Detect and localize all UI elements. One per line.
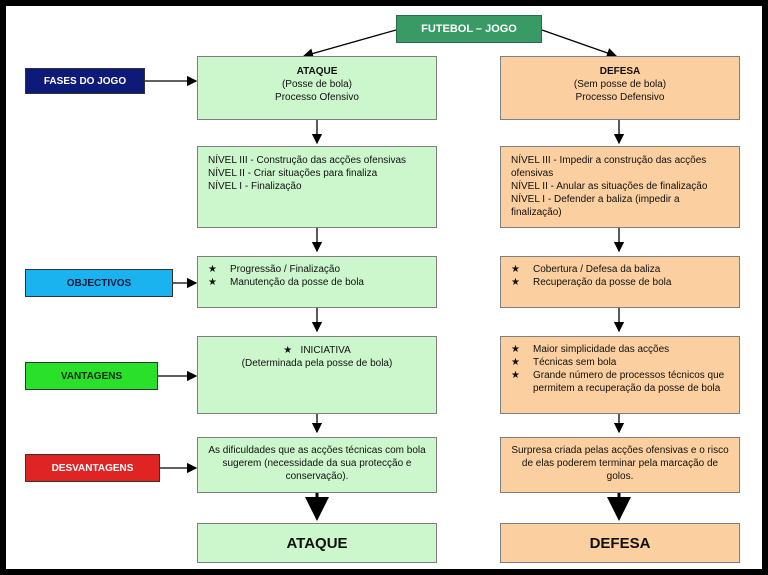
defesa-bottom-box: DEFESA [500, 523, 740, 563]
defesa-vantagem-3: Grande número de processos técnicos que … [533, 370, 725, 394]
root-node: FUTEBOL – JOGO [396, 15, 542, 43]
list-item: ★ Recuperação da posse de bola [511, 276, 729, 289]
defesa-line2: Processo Defensivo [575, 92, 665, 103]
defesa-vantagem-2: Técnicas sem bola [533, 357, 617, 368]
ataque-objectivo-1: Progressão / Finalização [230, 264, 341, 275]
desvantagens-text: DESVANTAGENS [51, 462, 134, 474]
connector-arrows [145, 29, 631, 521]
star-icon: ★ [511, 357, 520, 368]
label-objectivos: OBJECTIVOS [25, 269, 173, 297]
label-vantagens: VANTAGENS [25, 362, 158, 390]
ataque-nivel-3: NÍVEL III - Construção das acções ofensi… [208, 155, 407, 166]
defesa-line1: (Sem posse de bola) [573, 79, 667, 90]
fases-text: FASES DO JOGO [43, 75, 127, 87]
vantagens-text: VANTAGENS [60, 370, 123, 382]
defesa-bottom-label: DEFESA [589, 534, 651, 552]
ataque-objectivos-box: ★ Progressão / Finalização ★ Manutenção da… [197, 256, 437, 308]
label-fases-do-jogo: FASES DO JOGO [25, 68, 145, 94]
star-icon: ★ [283, 345, 293, 356]
arrow-root-defesa [541, 29, 618, 58]
ataque-desvantagem-box: As dificuldades que as acções técnicas c… [197, 437, 437, 493]
list-item: ★ Progressão / Finalização [208, 263, 426, 276]
list-item: ★ Grande número de processos técnicos que… [511, 369, 729, 395]
list-item: ★ Manutenção da posse de bola [208, 276, 426, 289]
ataque-nivel-2: NÍVEL II - Criar situações para finaliza [208, 168, 378, 179]
arrow-root-ataque [302, 29, 397, 59]
objectivos-text: OBJECTIVOS [66, 277, 132, 289]
star-icon: ★ [511, 370, 520, 381]
star-icon: ★ [511, 344, 520, 355]
ataque-line1: (Posse de bola) [281, 79, 353, 90]
defesa-title: DEFESA [599, 66, 641, 77]
defesa-objectivos-box: ★ Cobertura / Defesa da baliza ★ Recuperaç… [500, 256, 740, 308]
iniciativa-text: INICIATIVA [300, 345, 351, 356]
star-icon: ★ [208, 277, 217, 288]
ataque-vantagem-sub: (Determinada pela posse de bola) [241, 358, 393, 369]
ataque-niveis-box: NÍVEL III - Construção das acções ofensi… [197, 146, 437, 228]
defesa-objectivo-1: Cobertura / Defesa da baliza [533, 264, 661, 275]
defesa-objectivo-2: Recuperação da posse de bola [533, 277, 672, 288]
ataque-title: ATAQUE [296, 66, 338, 77]
ataque-vantagens-box: ★ INICIATIVA (Determinada pela posse de … [197, 336, 437, 414]
defesa-desvantagem-box: Surpresa criada pelas acções ofensivas e… [500, 437, 740, 493]
ataque-bottom-box: ATAQUE [197, 523, 437, 563]
ataque-nivel-1: NÍVEL I - Finalização [208, 181, 302, 192]
star-icon: ★ [511, 264, 520, 275]
defesa-header-box: DEFESA (Sem posse de bola) Processo Defe… [500, 56, 740, 120]
defesa-niveis-box: NÍVEL III - Impedir a construção das acç… [500, 146, 740, 228]
defesa-desvantagem-text: Surpresa criada pelas acções ofensivas e… [511, 445, 729, 482]
defesa-nivel-1: NÍVEL I - Defender a baliza (impedir a f… [511, 194, 680, 218]
defesa-vantagem-1: Maior simplicidade das acções [533, 344, 670, 355]
star-icon: ★ [208, 264, 217, 275]
defesa-vantagens-box: ★ Maior simplicidade das acções ★ Técnicas… [500, 336, 740, 414]
ataque-objectivo-2: Manutenção da posse de bola [230, 277, 364, 288]
defesa-nivel-2: NÍVEL II - Anular as situações de finali… [511, 181, 708, 192]
ataque-line2: Processo Ofensivo [275, 92, 359, 103]
defesa-nivel-3: NÍVEL III - Impedir a construção das acç… [511, 155, 707, 179]
list-item: ★ Técnicas sem bola [511, 356, 729, 369]
root-label: FUTEBOL – JOGO [421, 23, 517, 35]
ataque-header-box: ATAQUE (Posse de bola) Processo Ofensivo [197, 56, 437, 120]
diagram-canvas: FUTEBOL – JOGO FASES DO JOGO OBJECTIVOS … [6, 6, 762, 569]
ataque-desvantagem-text: As dificuldades que as acções técnicas c… [208, 445, 426, 482]
star-icon: ★ [511, 277, 520, 288]
ataque-vantagem-title: ★ INICIATIVA [198, 344, 436, 357]
list-item: ★ Maior simplicidade das acções [511, 343, 729, 356]
ataque-bottom-label: ATAQUE [286, 534, 348, 552]
list-item: ★ Cobertura / Defesa da baliza [511, 263, 729, 276]
label-desvantagens: DESVANTAGENS [25, 454, 160, 482]
